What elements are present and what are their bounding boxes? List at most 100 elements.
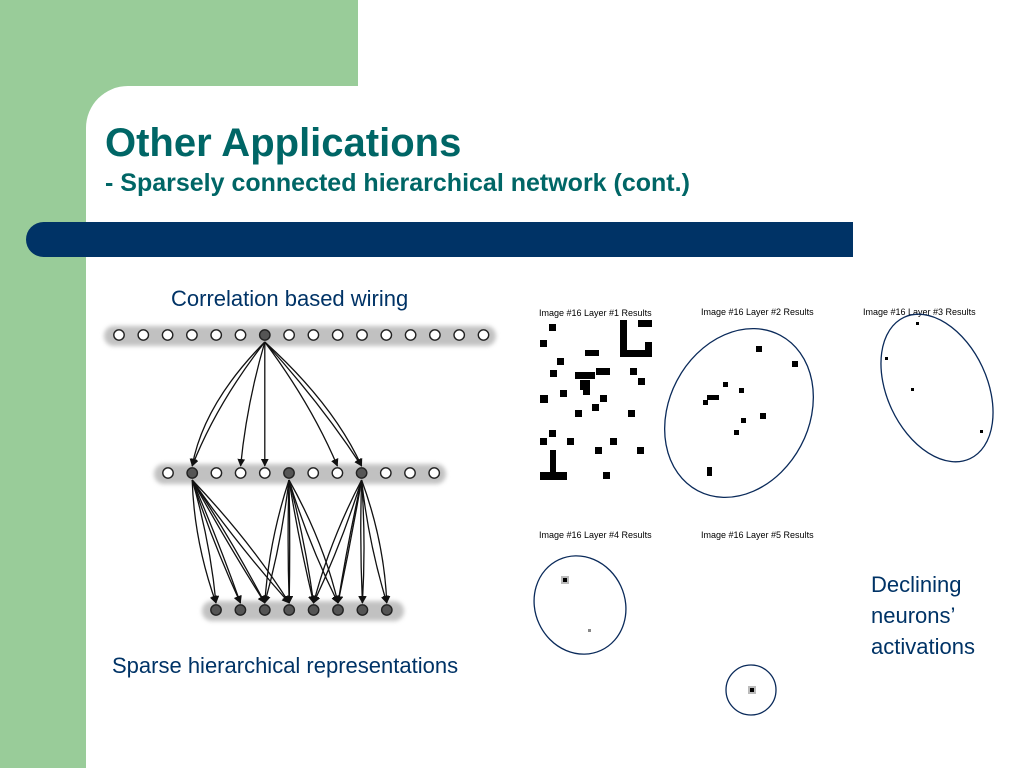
layer2-activation-9 xyxy=(707,467,712,476)
top-layer-node xyxy=(137,329,150,341)
connection-arrow-mid-2-2 xyxy=(358,479,367,604)
top-layer-node xyxy=(161,329,174,341)
bottom-layer-node xyxy=(356,604,369,616)
plot-title-layer-1: Image #16 Layer #1 Results xyxy=(539,308,652,318)
middle-layer-node xyxy=(307,467,320,479)
caption-sparse-representations: Sparse hierarchical representations xyxy=(112,653,459,678)
bottom-layer-node xyxy=(283,604,296,616)
connection-arrow-mid-b-2-2 xyxy=(358,479,366,604)
connection-arrow-mid-1-0 xyxy=(261,479,290,604)
note-line-2: neurons’ xyxy=(871,603,956,628)
connection-arrow-top-4 xyxy=(264,341,339,467)
top-layer-node xyxy=(453,329,466,341)
layer1-activation-11 xyxy=(575,410,582,417)
layer-results-plots xyxy=(533,313,994,716)
middle-layer-node xyxy=(258,467,271,479)
middle-layer-node xyxy=(355,467,368,479)
layer1-activation-29 xyxy=(583,388,590,395)
layer3-activation-3 xyxy=(980,430,983,433)
top-layer-node xyxy=(234,329,247,341)
connection-arrow-mid-b-1-0 xyxy=(262,479,290,604)
top-layer-node xyxy=(185,329,198,341)
layer2-activation-7 xyxy=(760,413,766,419)
layer1-activation-8 xyxy=(540,395,548,403)
layer1-activation-13 xyxy=(549,430,556,437)
middle-layer-node xyxy=(186,467,199,479)
connection-arrow-mid-2-3 xyxy=(360,479,391,604)
declining-activations-note: Declining neurons’ activations xyxy=(871,569,975,662)
layer4-activation-1 xyxy=(588,629,591,632)
layer3-activation-0 xyxy=(916,322,919,325)
layer1-activation-18 xyxy=(637,447,644,454)
layer2-activation-4 xyxy=(707,395,719,400)
connection-arrow-mid-b-2-3 xyxy=(360,479,389,604)
layer1-activation-26 xyxy=(630,368,637,375)
top-layer-node xyxy=(258,329,271,341)
connection-arrow-top-2 xyxy=(237,341,266,467)
middle-layer-node xyxy=(162,467,174,479)
connection-arrow-mid-0-3 xyxy=(191,479,290,604)
middle-layer-node xyxy=(428,467,441,479)
bottom-layer-node xyxy=(210,604,222,616)
bottom-layer-shadow xyxy=(202,601,404,621)
caption-correlation-wiring: Correlation based wiring xyxy=(171,286,409,311)
layer1-activation-12 xyxy=(628,410,635,417)
top-layer-node xyxy=(428,329,441,341)
layer1-activation-1 xyxy=(540,340,547,347)
middle-layer-node xyxy=(283,467,295,479)
connection-arrow-mid-b-1-3 xyxy=(288,479,339,604)
layer2-activation-2 xyxy=(723,382,728,387)
top-layer-node xyxy=(380,329,393,341)
connection-arrow-mid-2-0 xyxy=(311,479,363,604)
layer4-activation-0 xyxy=(563,578,567,582)
layer4-activation-ellipse xyxy=(533,555,627,655)
layer1-activation-10 xyxy=(592,404,599,411)
connection-arrow-mid-0-1 xyxy=(191,479,242,604)
layer1-activation-27 xyxy=(638,378,645,385)
layer3-activation-ellipse xyxy=(880,313,994,463)
layer1-activation-5 xyxy=(575,372,595,379)
layer5-activation-0 xyxy=(750,688,754,692)
layer3-activation-1 xyxy=(885,357,888,360)
layer1-activation-25 xyxy=(638,320,652,327)
layer2-activation-0 xyxy=(756,346,762,352)
slide-content-panel xyxy=(86,86,1024,768)
connection-arrow-mid-b-2-0 xyxy=(313,479,363,604)
connection-arrow-mid-b-2-1 xyxy=(335,479,363,604)
layer3-activation-2 xyxy=(911,388,914,391)
layer2-activation-8 xyxy=(734,430,739,435)
slide-title: Other Applications xyxy=(105,121,462,165)
layer1-activation-20 xyxy=(540,472,567,480)
plot-title-layer-2: Image #16 Layer #2 Results xyxy=(701,307,814,317)
plot-title-layer-3: Image #16 Layer #3 Results xyxy=(863,307,976,317)
connection-arrow-top-6 xyxy=(264,341,363,467)
layer2-activation-ellipse xyxy=(664,327,814,499)
note-line-1: Declining xyxy=(871,572,962,597)
connection-arrow-mid-b-0-1 xyxy=(191,479,242,604)
connection-arrow-top-1 xyxy=(191,341,266,467)
layer1-activation-17 xyxy=(595,447,602,454)
layer1-activation-2 xyxy=(557,358,564,365)
top-layer-node xyxy=(210,329,223,341)
layer2-activation-3 xyxy=(739,388,744,393)
top-layer-shadow xyxy=(104,326,496,346)
layer1-activation-9 xyxy=(600,395,607,402)
plot-title-layer-4: Image #16 Layer #4 Results xyxy=(539,530,652,540)
layer1-activation-14 xyxy=(540,438,547,445)
middle-layer-node xyxy=(210,467,223,479)
title-divider-bar xyxy=(26,222,853,257)
connection-arrow-mid-1-3 xyxy=(288,479,341,604)
top-layer-node xyxy=(307,329,320,341)
layer1-activation-24 xyxy=(645,342,652,351)
plot-title-layer-5: Image #16 Layer #5 Results xyxy=(701,530,814,540)
slide-subtitle: - Sparsely connected hierarchical networ… xyxy=(105,169,690,197)
bottom-layer-node xyxy=(258,604,271,616)
connection-arrow-mid-0-0 xyxy=(191,479,218,604)
layer1-activation-4 xyxy=(550,370,557,377)
top-layer-node xyxy=(283,329,295,341)
layer1-activation-21 xyxy=(603,472,610,479)
bottom-layer-node xyxy=(234,604,247,616)
top-layer-node xyxy=(113,329,125,341)
layer1-activation-16 xyxy=(610,438,617,445)
